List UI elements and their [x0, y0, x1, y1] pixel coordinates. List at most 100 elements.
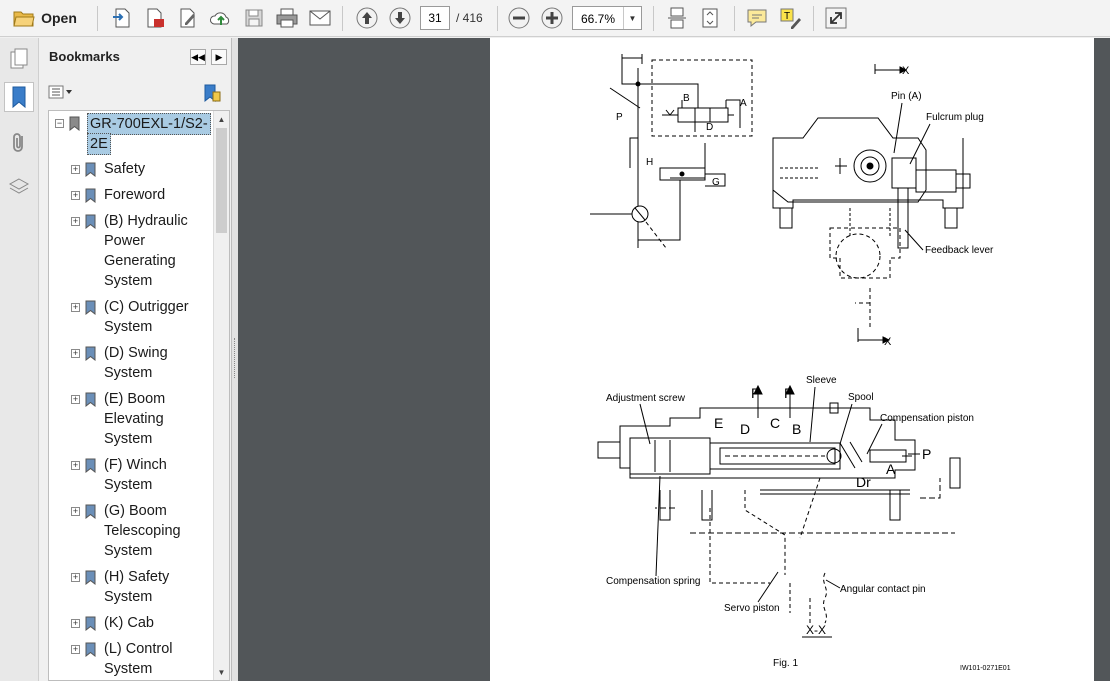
bookmark-label: System [104, 431, 153, 447]
bookmark-icon [85, 504, 96, 519]
expand-toggle-icon[interactable]: + [71, 644, 80, 654]
comment-button[interactable] [744, 6, 770, 30]
print-button[interactable] [274, 6, 300, 30]
expand-icon [825, 7, 847, 29]
bookmark-label: Power [104, 233, 146, 249]
bookmark-label: System [104, 273, 153, 289]
expand-toggle-icon[interactable]: + [71, 164, 80, 174]
label-pin-a: Pin (A) [891, 91, 922, 102]
scroll-up-arrow-icon[interactable]: ▲ [217, 114, 226, 124]
bookmark-item[interactable]: +Foreword [49, 187, 213, 213]
bookmark-label: (B) Hydraulic [104, 213, 188, 229]
collapse-toggle-icon[interactable]: − [55, 118, 64, 128]
expand-toggle-icon[interactable]: + [71, 190, 80, 200]
panel-splitter[interactable] [232, 38, 238, 681]
bookmark-icon [85, 616, 96, 631]
bookmark-label: System [104, 661, 153, 677]
collapse-panel-button[interactable]: ◀◀ [190, 49, 206, 65]
zoom-select[interactable]: 66.7% ▼ [572, 6, 642, 30]
splitter-grip[interactable] [234, 338, 236, 378]
bookmark-options-menu[interactable] [48, 84, 74, 100]
label-angular-contact-pin: Angular contact pin [840, 584, 926, 595]
expand-toggle-icon[interactable]: + [71, 348, 80, 358]
bookmark-item[interactable]: +Safety [49, 161, 213, 187]
label-feedback-lever: Feedback lever [925, 245, 994, 256]
expand-toggle-icon[interactable]: + [71, 460, 80, 470]
create-pdf-button[interactable] [109, 6, 135, 30]
zoom-in-button[interactable] [539, 6, 565, 30]
upload-button[interactable] [208, 6, 234, 30]
document-viewport[interactable]: P B A D H G X [238, 38, 1110, 681]
bookmark-item[interactable]: +(K) Cab [49, 615, 213, 641]
bookmark-label: (L) Control [104, 641, 173, 657]
speech-bubble-icon [747, 9, 767, 28]
bookmark-icon [85, 162, 96, 177]
page-thumbnails-button[interactable] [4, 44, 34, 74]
page-total: / 416 [456, 11, 483, 25]
chevron-down-icon[interactable]: ▼ [623, 7, 641, 29]
export-pdf-icon [147, 8, 164, 28]
navigation-rail [0, 38, 39, 681]
bookmark-tool-button[interactable] [202, 83, 222, 103]
svg-text:T: T [784, 11, 790, 22]
bookmark-label: (H) Safety [104, 569, 170, 585]
schematic-label-d: D [706, 122, 713, 133]
expand-toggle-icon[interactable]: + [71, 572, 80, 582]
edit-pdf-button[interactable] [175, 6, 201, 30]
schematic-label-a: A [740, 98, 747, 109]
port-label-a: A [886, 461, 896, 477]
expand-toggle-icon[interactable]: + [71, 302, 80, 312]
bookmark-label: System [104, 319, 153, 335]
page-thumbnails-icon [10, 48, 28, 69]
label-servo-piston: Servo piston [724, 603, 780, 614]
expand-toggle-icon[interactable]: + [71, 506, 80, 516]
expand-toggle-icon[interactable]: + [71, 618, 80, 628]
bookmark-tree: ▲ ▼ −GR-700EXL-1/S2-2E+Safety+Foreword+(… [48, 110, 230, 681]
bookmark-label: Elevating [104, 411, 164, 427]
bookmark-icon [85, 188, 96, 203]
bookmark-label: (E) Boom [104, 391, 166, 407]
bookmarks-rail-button[interactable] [4, 82, 34, 112]
schematic-label-b: B [683, 93, 690, 104]
layers-button[interactable] [4, 172, 34, 202]
save-button[interactable] [241, 6, 267, 30]
pump-housing-drawing: X X Pin (A) [772, 64, 994, 348]
printer-icon [276, 8, 298, 28]
attachments-button[interactable] [4, 128, 34, 158]
export-pdf-button[interactable] [142, 6, 168, 30]
port-label-p3: P [922, 446, 931, 462]
open-label: Open [41, 10, 77, 26]
create-pdf-icon [113, 8, 130, 28]
label-fulcrum-plug: Fulcrum plug [926, 112, 984, 123]
expand-toggle-icon[interactable]: + [71, 216, 80, 226]
pdf-page: P B A D H G X [490, 38, 1094, 681]
expand-toggle-icon[interactable]: + [71, 394, 80, 404]
previous-page-button[interactable] [354, 6, 380, 30]
scrollbar-thumb[interactable] [216, 128, 227, 233]
bookmark-icon [85, 392, 96, 407]
scrolling-mode-button[interactable] [664, 6, 690, 30]
bookmark-tree-scrollbar[interactable]: ▲ ▼ [213, 111, 229, 680]
page-number-input[interactable]: 31 [420, 6, 450, 30]
bookmark-label: GR-700EXL-1/S2- [87, 113, 211, 135]
next-page-button[interactable] [387, 6, 413, 30]
scroll-down-arrow-icon[interactable]: ▼ [217, 667, 226, 677]
zoom-out-button[interactable] [506, 6, 532, 30]
fit-page-button[interactable] [697, 6, 723, 30]
email-button[interactable] [307, 6, 333, 30]
panel-next-button[interactable]: ▶ [211, 49, 227, 65]
full-screen-button[interactable] [823, 6, 849, 30]
bookmark-label: (D) Swing [104, 345, 168, 361]
bookmark-root[interactable]: −GR-700EXL-1/S2-2E [49, 113, 213, 161]
open-button[interactable]: Open [8, 6, 82, 30]
port-label-p2: P [784, 385, 793, 401]
highlight-button[interactable]: T [777, 6, 803, 30]
